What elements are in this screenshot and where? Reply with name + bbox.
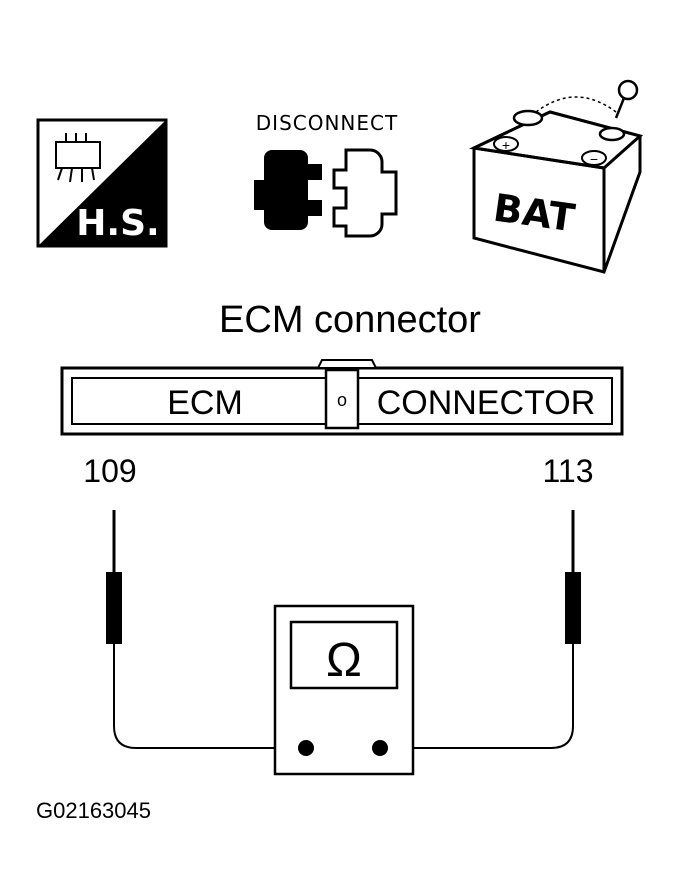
ohm-symbol: Ω bbox=[326, 634, 362, 687]
figure-id: G02163045 bbox=[36, 798, 151, 823]
plug-right-icon bbox=[332, 148, 398, 238]
battery-plus: + bbox=[502, 137, 510, 153]
battery-minus: − bbox=[590, 151, 598, 167]
probe-right bbox=[380, 510, 581, 749]
pin-left-label: 109 bbox=[83, 453, 136, 489]
meter-display bbox=[289, 620, 399, 690]
meter-jack-right bbox=[372, 740, 388, 756]
connector-lock bbox=[324, 368, 360, 430]
meter-jack-left bbox=[298, 740, 314, 756]
battery-icon: + − BAT bbox=[468, 79, 644, 274]
terminal-positive bbox=[512, 109, 544, 127]
wrench-icon bbox=[614, 79, 639, 119]
probe-left bbox=[106, 510, 306, 749]
plug-left-icon bbox=[254, 150, 322, 230]
hs-icon: H.S. bbox=[36, 118, 168, 248]
pin-right-label: 113 bbox=[542, 453, 593, 489]
diagram-heading: ECM connector bbox=[219, 299, 481, 341]
disconnect-label: DISCONNECT bbox=[256, 111, 398, 135]
hs-label: H.S. bbox=[76, 203, 159, 244]
terminal-negative bbox=[598, 126, 626, 142]
ecm-connector: o ECM CONNECTOR bbox=[60, 359, 624, 436]
connector-right-label: CONNECTOR bbox=[377, 384, 596, 422]
connector-left-label: ECM bbox=[167, 384, 243, 422]
ohmmeter-icon: Ω bbox=[273, 604, 415, 776]
hand-icon bbox=[55, 133, 101, 183]
connector-center-mark: o bbox=[337, 390, 347, 410]
disconnect-icon: DISCONNECT bbox=[254, 111, 398, 238]
